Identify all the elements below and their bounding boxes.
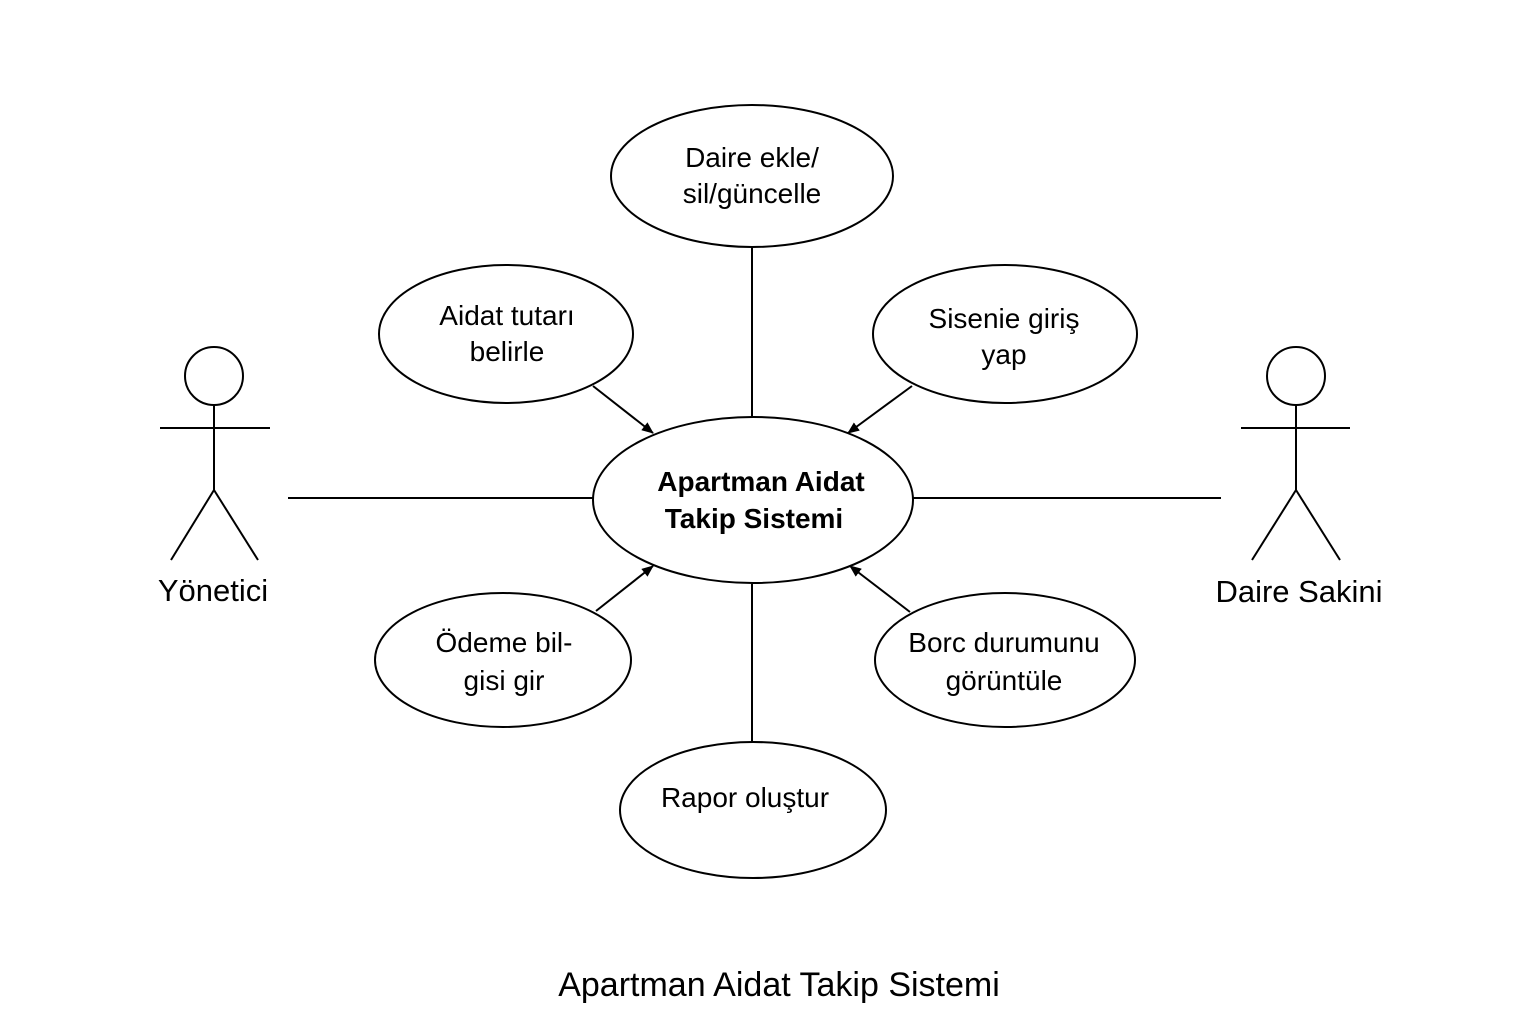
use-case-label: görüntüle bbox=[946, 665, 1063, 696]
arrow-aidat-tutari bbox=[592, 385, 654, 434]
actor-label: Daire Sakini bbox=[1215, 574, 1382, 609]
arrow-odeme-bilgisi bbox=[595, 565, 654, 612]
use-case-sisteme-giris: Sisenie giriş yap bbox=[872, 264, 1138, 404]
diagram-caption: Apartman Aidat Takip Sistemi bbox=[558, 966, 1000, 1004]
use-case-label: yap bbox=[981, 339, 1026, 370]
actor-head-icon bbox=[1266, 346, 1326, 406]
use-case-label: Ödeme bil- bbox=[436, 627, 573, 658]
system-label: Takip Sistemi bbox=[665, 503, 843, 534]
arrow-borc-durumu bbox=[849, 565, 911, 613]
use-case-label: Sisenie giriş bbox=[929, 303, 1080, 334]
use-case-odeme-bilgisi: Ödeme bil- gisi gir bbox=[374, 592, 632, 728]
use-case-label: gisi gir bbox=[464, 665, 545, 696]
use-case-label: sil/güncelle bbox=[683, 178, 822, 209]
system-node: Apartman Aidat Takip Sistemi bbox=[592, 416, 914, 584]
use-case-label: Rapor oluştur bbox=[661, 782, 829, 813]
use-case-label: belirle bbox=[470, 336, 545, 367]
use-case-label: Borc durumunu bbox=[908, 627, 1099, 658]
arrow-sisteme-giris bbox=[847, 385, 913, 434]
actor-head-icon bbox=[184, 346, 244, 406]
use-case-rapor: Rapor oluştur bbox=[619, 741, 887, 879]
system-label: Apartman Aidat bbox=[657, 466, 864, 497]
actor-daire-sakini: Daire Sakini bbox=[1215, 346, 1383, 609]
use-case-aidat-tutari: Aidat tutarı belirle bbox=[378, 264, 634, 404]
use-case-label: Daire ekle/ bbox=[685, 142, 819, 173]
actor-label: Yönetici bbox=[158, 573, 268, 608]
use-case-label: Aidat tutarı bbox=[439, 300, 574, 331]
use-case-daire-ekle: Daire ekle/ sil/güncelle bbox=[610, 104, 894, 248]
actor-yonetici: Yönetici bbox=[158, 346, 270, 608]
use-case-borc-durumu: Borc durumunu görüntüle bbox=[874, 592, 1136, 728]
